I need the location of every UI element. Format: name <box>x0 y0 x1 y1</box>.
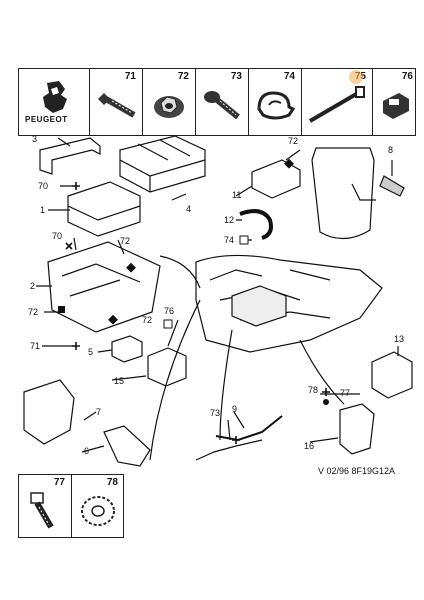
callout-70: 70 <box>38 181 49 191</box>
callout-7: 7 <box>96 407 102 417</box>
hex-bolt-icon <box>30 492 54 529</box>
legend-cell-71[interactable]: 71 <box>90 69 143 135</box>
legend-cell-72[interactable]: 72 <box>143 69 196 135</box>
part-number: 74 <box>283 71 295 82</box>
part-number: 72 <box>177 71 189 82</box>
lock-washer-icon <box>81 496 115 526</box>
bolt-icon <box>98 93 136 118</box>
callout-16: 16 <box>304 441 315 451</box>
callout-4: 4 <box>186 204 192 214</box>
legend-cell-brand: PEUGEOT <box>19 69 90 135</box>
parts-legend-bottom: 77 78 <box>18 474 124 538</box>
callout-74: 74 <box>224 235 235 245</box>
connector-icon <box>383 93 409 119</box>
callout-11: 11 <box>232 190 242 200</box>
callout-71: 71 <box>30 341 41 351</box>
callout-1: 1 <box>40 205 46 215</box>
peugeot-lion-logo <box>43 81 67 113</box>
callout-72-c: 72 <box>142 315 153 325</box>
callout-72-a: 72 <box>120 236 131 246</box>
cable-tie-icon <box>308 70 365 123</box>
legend-cell-74[interactable]: 74 <box>249 69 302 135</box>
parts-legend-top: PEUGEOT 71 72 73 74 75 <box>18 68 416 136</box>
callout-78: 78 <box>308 385 319 395</box>
legend-cell-77[interactable]: 77 <box>19 475 72 537</box>
legend-cell-75[interactable]: 75 <box>302 69 373 135</box>
callout-76: 76 <box>164 306 175 316</box>
clip-icon <box>257 91 296 120</box>
callout-77: 77 <box>340 388 351 398</box>
callout-3: 3 <box>32 134 38 144</box>
callout-5: 5 <box>88 347 94 357</box>
legend-cell-73[interactable]: 73 <box>196 69 249 135</box>
callout-72-b: 72 <box>28 307 39 317</box>
part-number: 77 <box>53 477 65 488</box>
callout-8: 8 <box>388 145 394 155</box>
screw-washer-icon <box>204 91 240 120</box>
callout-70-b: 70 <box>52 231 63 241</box>
part-number: 73 <box>230 71 242 82</box>
callout-13: 13 <box>394 334 405 344</box>
legend-cell-76[interactable]: 76 <box>373 69 419 135</box>
diagram-reference-code: V 02/96 8F19G12A <box>318 466 396 476</box>
callout-72-d: 72 <box>288 136 299 146</box>
callout-73: 73 <box>210 408 221 418</box>
callout-12: 12 <box>224 215 235 225</box>
part-number: 71 <box>124 71 136 82</box>
part-number: 78 <box>106 477 118 488</box>
part-number: 76 <box>401 71 413 82</box>
callout-9: 9 <box>232 404 238 414</box>
callout-2: 2 <box>30 281 36 291</box>
callout-15: 15 <box>114 376 125 386</box>
brand-label: PEUGEOT <box>25 115 68 124</box>
nut-icon <box>154 96 184 118</box>
callout-6: 6 <box>84 446 90 456</box>
legend-cell-78[interactable]: 78 <box>72 475 124 537</box>
